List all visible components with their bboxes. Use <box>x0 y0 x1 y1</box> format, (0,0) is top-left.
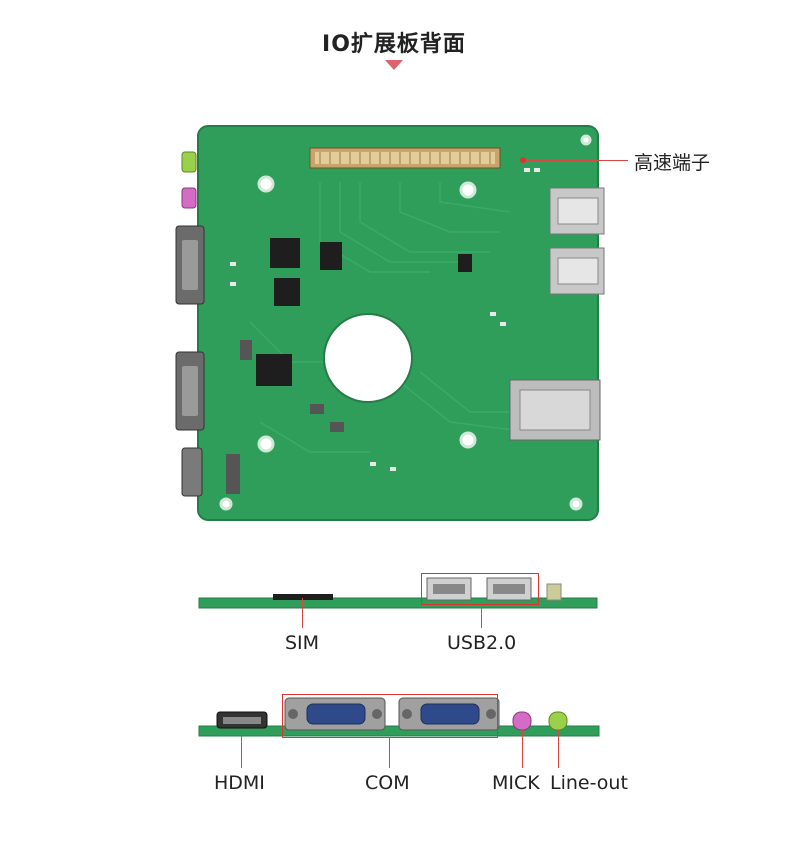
callout-dot-high-speed <box>520 157 526 163</box>
label-com: COM <box>365 772 410 794</box>
pcb-side-view-usb <box>198 577 598 609</box>
callout-line-usb <box>481 605 482 628</box>
callout-line-mick <box>522 730 523 768</box>
page-title: IO扩展板背面 <box>322 32 466 57</box>
label-usb: USB2.0 <box>447 632 517 654</box>
title-down-arrow-icon <box>385 60 403 70</box>
com-highlight-box <box>282 694 498 738</box>
pcb-board-top-view <box>175 125 605 521</box>
callout-line-high-speed <box>526 160 628 161</box>
label-high-speed-connector: 高速端子 <box>634 152 711 174</box>
pcb-side-view-io <box>198 697 600 737</box>
callout-line-line-out <box>558 730 559 768</box>
callout-line-sim <box>302 598 303 628</box>
label-line-out: Line-out <box>550 772 628 794</box>
callout-line-com <box>389 738 390 768</box>
usb-highlight-box <box>421 573 539 605</box>
label-hdmi: HDMI <box>214 772 265 794</box>
callout-line-hdmi <box>241 730 242 768</box>
label-sim: SIM <box>285 632 320 654</box>
label-mick: MICK <box>492 772 540 794</box>
